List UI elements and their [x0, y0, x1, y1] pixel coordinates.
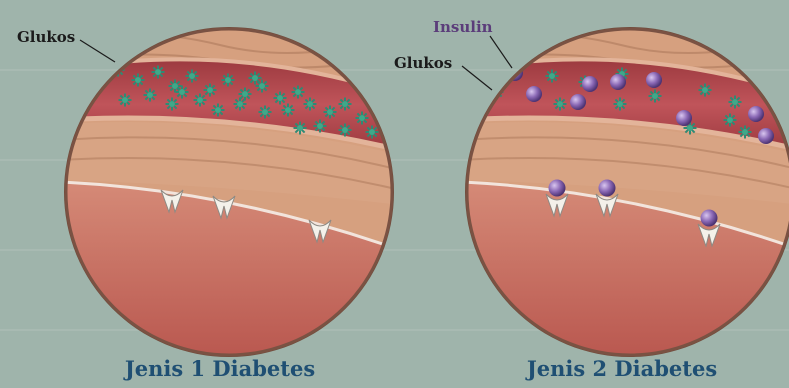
glucose-star-icon	[304, 98, 317, 111]
glucose-star-icon	[234, 98, 247, 111]
glucose-star-icon	[132, 74, 145, 87]
glucose-star-icon	[282, 104, 295, 117]
glucose-star-icon	[699, 84, 712, 97]
glucose-star-icon	[649, 90, 662, 103]
glucose-star-icon	[339, 124, 352, 137]
glucose-star-icon	[166, 98, 179, 111]
caption-type1: Jenis 1 Diabetes	[55, 356, 385, 381]
glucose-star-icon	[366, 126, 379, 139]
insulin-ball-icon	[549, 180, 566, 197]
insulin-ball-icon	[676, 110, 692, 126]
glucose-star-icon	[152, 66, 165, 79]
glukos-label-left: Glukos	[17, 28, 75, 46]
insulin-ball-icon	[610, 74, 626, 90]
insulin-label: Insulin	[433, 18, 493, 36]
glucose-star-icon	[212, 104, 225, 117]
glucose-star-icon	[324, 106, 337, 119]
glucose-star-icon	[186, 70, 199, 83]
insulin-ball-icon	[526, 86, 542, 102]
glucose-star-icon	[614, 98, 627, 111]
insulin-ball-icon	[570, 94, 586, 110]
glucose-star-icon	[554, 98, 567, 111]
glucose-star-icon	[259, 106, 272, 119]
glucose-star-icon	[194, 94, 207, 107]
glucose-star-icon	[724, 114, 737, 127]
insulin-ball-icon	[748, 106, 764, 122]
insulin-ball-icon	[701, 210, 718, 227]
insulin-ball-icon	[758, 128, 774, 144]
caption-type2: Jenis 2 Diabetes	[457, 356, 787, 381]
glucose-star-icon	[356, 112, 369, 125]
glucose-star-icon	[249, 72, 262, 85]
glucose-star-icon	[739, 126, 752, 139]
glucose-star-icon	[204, 84, 217, 97]
insulin-ball-icon	[646, 72, 662, 88]
glucose-star-icon	[274, 92, 287, 105]
glucose-star-icon	[546, 70, 559, 83]
glucose-star-icon	[339, 98, 352, 111]
glucose-star-icon	[292, 86, 305, 99]
glucose-star-icon	[294, 122, 307, 135]
glukos-label-right: Glukos	[394, 54, 452, 72]
glucose-star-icon	[176, 86, 189, 99]
glucose-star-icon	[729, 96, 742, 109]
glucose-star-icon	[314, 120, 327, 133]
insulin-ball-icon	[582, 76, 598, 92]
glucose-star-icon	[222, 74, 235, 87]
insulin-ball-icon	[599, 180, 616, 197]
glucose-star-icon	[119, 94, 132, 107]
glucose-star-icon	[144, 89, 157, 102]
